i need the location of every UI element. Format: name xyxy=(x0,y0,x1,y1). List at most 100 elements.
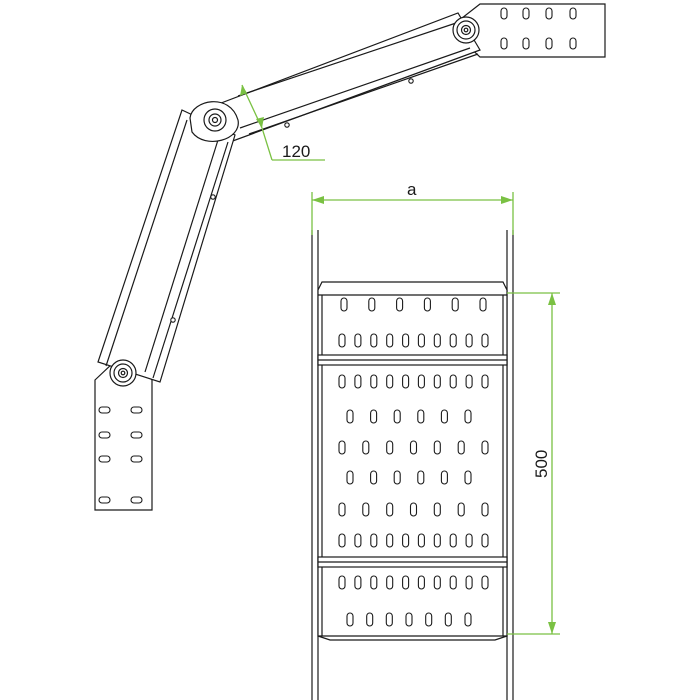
perforation-slot xyxy=(465,374,473,389)
tray-stiffener-upper xyxy=(317,354,508,366)
bottom-plate-slots xyxy=(98,406,143,504)
perforation-slot xyxy=(465,533,473,548)
perforation-slot xyxy=(440,470,448,485)
perforation-slot xyxy=(386,333,394,348)
perforation-slot xyxy=(440,409,448,424)
dimension-120-label: 120 xyxy=(282,142,310,161)
perforation-slot xyxy=(338,575,346,590)
perforation-slot xyxy=(444,612,452,627)
perforation-slot xyxy=(402,333,410,348)
perforation-slot xyxy=(338,533,346,548)
dimension-a-label: a xyxy=(407,180,417,199)
perforation-slot xyxy=(386,575,394,590)
straight-cable-tray: a 500 xyxy=(311,180,560,700)
perforation-slot xyxy=(449,333,457,348)
perforation-slot xyxy=(481,533,489,548)
perforation-slot xyxy=(417,575,425,590)
perforation-slot xyxy=(385,612,393,627)
perforation-slot xyxy=(370,533,378,548)
dimension-120: 120 xyxy=(240,84,325,161)
perforation-slot xyxy=(481,502,489,517)
perforation-slot xyxy=(417,470,425,485)
top-mounting-plate xyxy=(461,3,606,58)
lower-arm-segment xyxy=(97,109,236,383)
perforation-slot xyxy=(465,333,473,348)
perforation-slot xyxy=(393,409,401,424)
perforation-slot xyxy=(346,409,354,424)
dimension-a: a xyxy=(311,180,514,235)
perforation-slot xyxy=(417,409,425,424)
perforation-slot xyxy=(457,440,465,455)
perforation-slot xyxy=(433,333,441,348)
dimension-500-label: 500 xyxy=(532,450,551,478)
perforation-slot xyxy=(464,409,472,424)
perforation-slot xyxy=(457,502,465,517)
perforation-slot xyxy=(340,297,348,312)
perforation-slot xyxy=(481,333,489,348)
perforation-slot xyxy=(481,440,489,455)
perforation-slot xyxy=(433,374,441,389)
perforation-slot xyxy=(338,440,346,455)
perforation-slot xyxy=(433,440,441,455)
perforation-slot xyxy=(386,374,394,389)
perforation-slot xyxy=(370,470,378,485)
perforation-slot xyxy=(368,297,376,312)
perforation-slot xyxy=(481,374,489,389)
perforation-slot xyxy=(417,333,425,348)
perforation-slot xyxy=(366,612,374,627)
perforation-slot xyxy=(396,297,404,312)
perforation-slot xyxy=(433,533,441,548)
perforation-slot xyxy=(338,333,346,348)
perforation-slot xyxy=(370,374,378,389)
perforation-slot xyxy=(354,575,362,590)
upper-arm-segment xyxy=(207,12,481,143)
top-plate-slots xyxy=(500,7,577,50)
hinge-joint-bottom xyxy=(109,359,137,387)
perforation-slot xyxy=(393,470,401,485)
hinge-joint-top xyxy=(452,16,480,44)
hinge-joint-middle xyxy=(189,101,239,142)
perforation-slot xyxy=(449,575,457,590)
perforation-slot xyxy=(386,440,394,455)
bottom-mounting-plate xyxy=(94,361,153,511)
perforation-slot xyxy=(354,374,362,389)
perforation-slot xyxy=(449,533,457,548)
perforation-slot xyxy=(433,575,441,590)
perforation-slot xyxy=(354,333,362,348)
tray-perforations xyxy=(338,297,489,627)
perforation-slot xyxy=(386,533,394,548)
dimension-500: 500 xyxy=(507,292,560,635)
perforation-slot xyxy=(464,470,472,485)
perforation-slot xyxy=(370,409,378,424)
perforation-slot xyxy=(402,374,410,389)
perforation-slot xyxy=(346,612,354,627)
perforation-slot xyxy=(338,502,346,517)
perforation-slot xyxy=(338,374,346,389)
perforation-slot xyxy=(417,533,425,548)
perforation-slot xyxy=(409,502,418,517)
perforation-slot xyxy=(402,533,410,548)
perforation-slot xyxy=(479,297,487,312)
perforation-slot xyxy=(405,612,413,627)
perforation-slot xyxy=(481,575,489,590)
perforation-slot xyxy=(354,533,362,548)
perforation-slot xyxy=(402,575,410,590)
perforation-slot xyxy=(449,374,457,389)
perforation-slot xyxy=(362,502,370,517)
adjustable-bend-assembly: 120 xyxy=(94,3,606,511)
perforation-slot xyxy=(425,612,433,627)
tray-stiffener-lower xyxy=(317,556,508,568)
perforation-slot xyxy=(346,470,354,485)
perforation-slot xyxy=(417,374,425,389)
perforation-slot xyxy=(362,440,370,455)
perforation-slot xyxy=(409,440,418,455)
perforation-slot xyxy=(386,502,394,517)
perforation-slot xyxy=(451,297,459,312)
perforation-slot xyxy=(370,333,378,348)
perforation-slot xyxy=(464,612,472,627)
perforation-slot xyxy=(433,502,441,517)
perforation-slot xyxy=(423,297,431,312)
perforation-slot xyxy=(465,575,473,590)
perforation-slot xyxy=(370,575,378,590)
